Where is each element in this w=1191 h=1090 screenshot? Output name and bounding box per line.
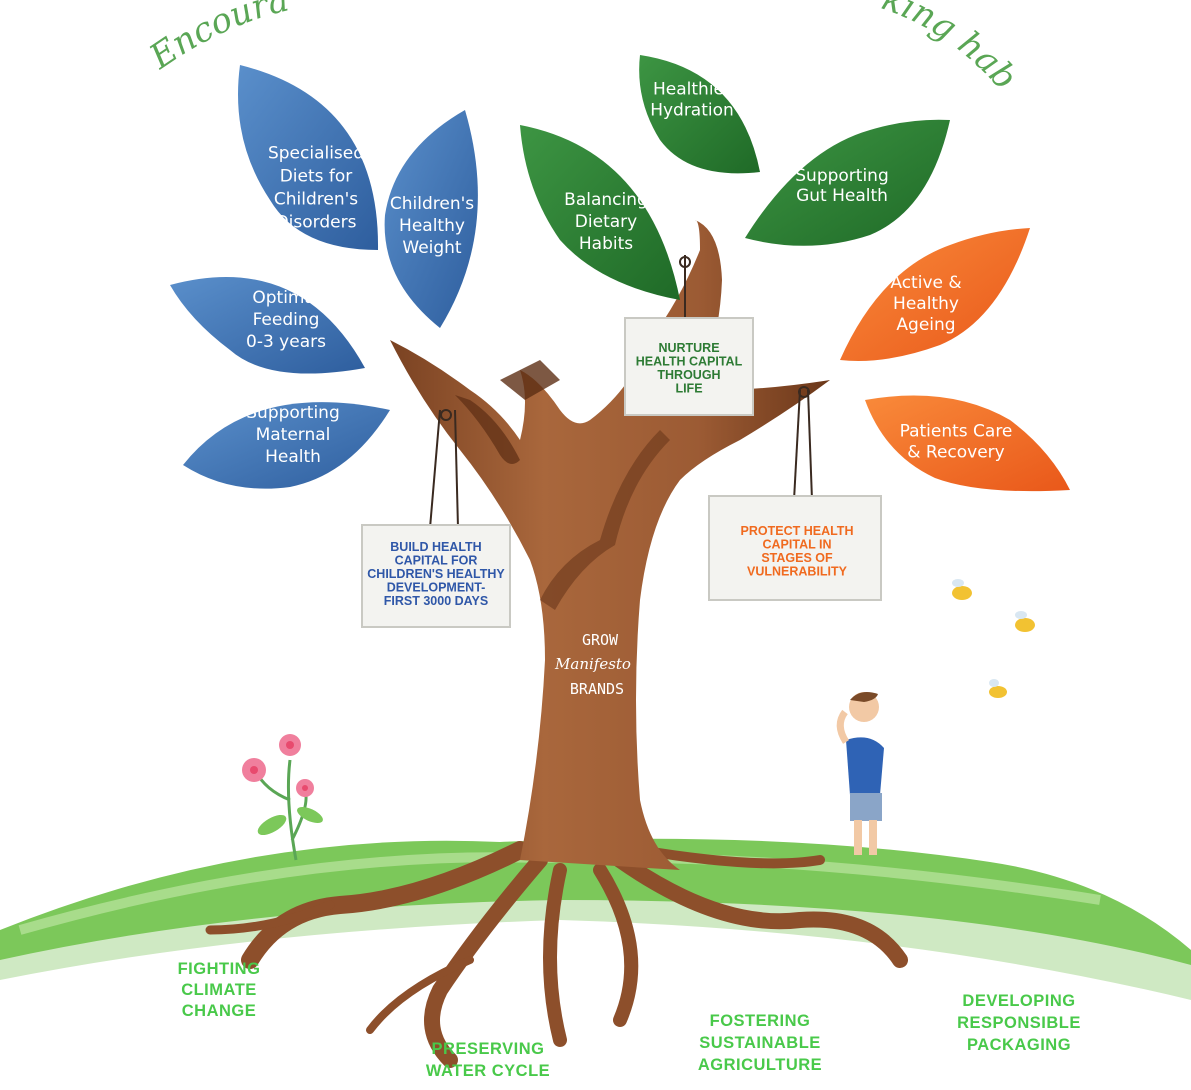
text-line: FOSTERING	[710, 1012, 811, 1030]
text-line: VULNERABILITY	[747, 564, 848, 578]
text-line: Healthier	[653, 80, 731, 100]
text-line: Habits	[579, 234, 633, 254]
text-line: Weight	[402, 238, 462, 258]
text-line: BUILD HEALTH	[390, 540, 481, 554]
text-line: Feeding	[253, 310, 320, 330]
star-icon	[637, 642, 667, 670]
text-line: Healthy	[893, 294, 959, 314]
text-line: CAPITAL FOR	[395, 554, 478, 568]
sign-strings	[429, 255, 813, 529]
trunk-brand-mark: GROW Manifesto BRANDS	[554, 631, 667, 698]
text-line: RESPONSIBLE	[957, 1014, 1081, 1032]
text-line: HEALTH CAPITAL	[636, 354, 743, 368]
tree-trunk	[390, 220, 830, 870]
text-line: PROTECT HEALTH	[741, 524, 854, 538]
text-line: Supporting	[246, 403, 340, 423]
text-line: Children's	[390, 194, 474, 214]
text-line: Ageing	[896, 315, 955, 335]
trunk-line-1: GROW	[582, 631, 619, 649]
text-line: Disorders	[276, 213, 357, 233]
text-line: AGRICULTURE	[698, 1056, 822, 1074]
text-line: DEVELOPING	[962, 992, 1075, 1010]
text-line: DEVELOPMENT-	[387, 581, 486, 595]
text-line: CHANGE	[182, 1002, 257, 1020]
child-figure	[836, 692, 884, 855]
text-line: CAPITAL IN	[763, 537, 832, 551]
trunk-line-3: BRANDS	[570, 680, 624, 698]
text-line: STAGES OF	[761, 551, 833, 565]
text-line: THROUGH	[657, 368, 720, 382]
text-line: CHILDREN'S HEALTHY	[367, 567, 505, 581]
tree-roots	[205, 841, 908, 1068]
flower-icon	[242, 734, 323, 861]
text-line: Patients Care	[900, 422, 1013, 442]
text-line: Optimal	[252, 288, 319, 308]
text-line: Maternal	[256, 425, 331, 445]
text-line: Dietary	[575, 212, 637, 232]
trunk-line-2: Manifesto	[554, 655, 631, 673]
text-line: 0-3 years	[246, 332, 326, 352]
text-line: PACKAGING	[967, 1036, 1071, 1054]
text-line: Hydration	[650, 101, 734, 121]
text-line: & Recovery	[907, 443, 1004, 463]
text-line: Active &	[890, 273, 961, 293]
text-line: Specialised	[268, 144, 364, 164]
text-line: Gut Health	[796, 186, 888, 206]
text-line: Children's	[274, 190, 358, 210]
bee-icon	[952, 579, 1035, 698]
header-left-text: Encoura	[142, 0, 293, 78]
text-line: SUSTAINABLE	[699, 1034, 821, 1052]
root-labels: FIGHTING CLIMATE CHANGE PRESERVING WATER CY…	[178, 960, 1081, 1080]
text-line: Healthy	[399, 216, 465, 236]
text-line: Health	[265, 447, 321, 467]
text-line: NURTURE	[658, 341, 719, 355]
text-line: CLIMATE	[181, 981, 257, 999]
text-line: FIGHTING	[178, 960, 261, 978]
leaf-patients-care-recovery: Patients Care& Recovery	[865, 395, 1070, 492]
text-line: LIFE	[675, 381, 702, 395]
svg-text:Patients Care& Recovery: Patients Care& Recovery	[900, 422, 1013, 463]
text-line: Diets for	[280, 167, 353, 187]
text-line: Balancing	[564, 190, 648, 210]
text-line: PRESERVING	[432, 1040, 545, 1058]
text-line: WATER CYCLE	[426, 1062, 550, 1080]
text-line: FIRST 3000 DAYS	[384, 594, 488, 608]
text-line: Supporting	[795, 166, 889, 186]
